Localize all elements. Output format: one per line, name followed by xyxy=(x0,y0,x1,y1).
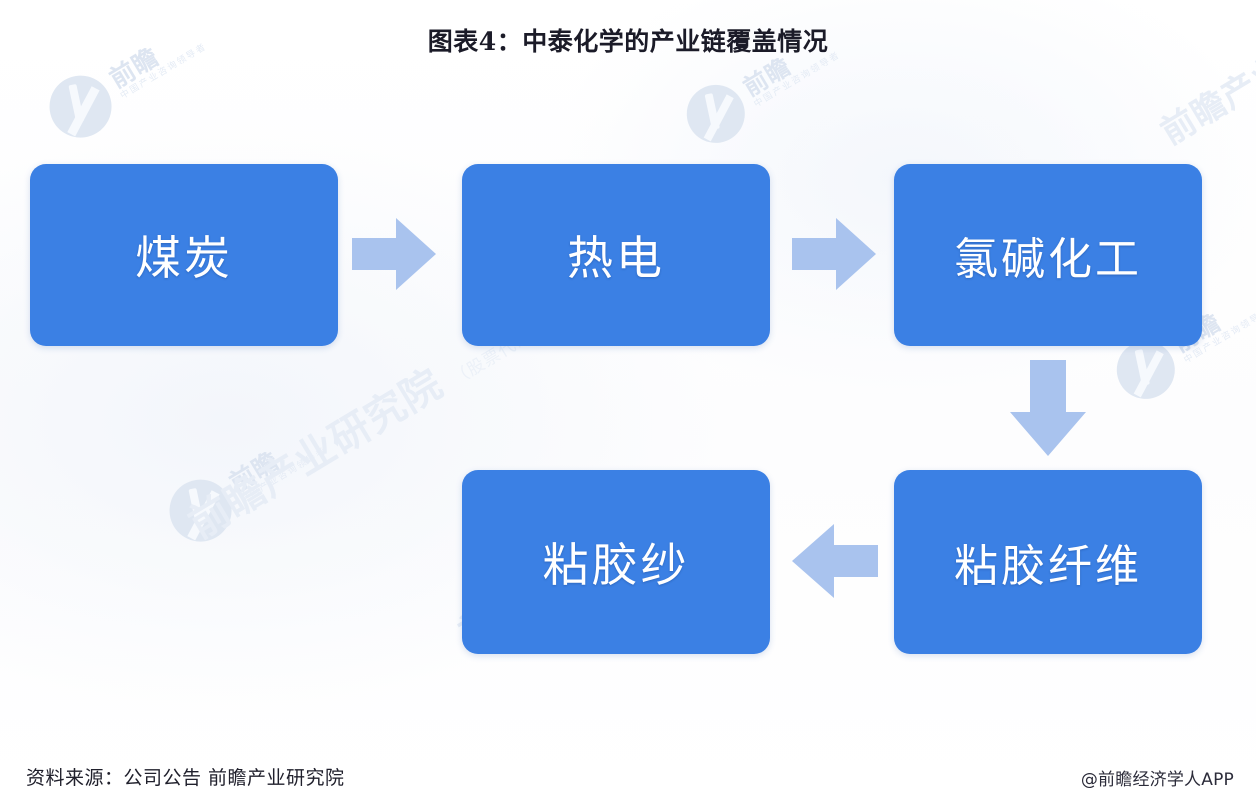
flow-node-label: 粘胶纱 xyxy=(542,538,690,592)
flow-node-label: 粘胶纤维 xyxy=(954,541,1142,592)
page-title: 图表4：中泰化学的产业链覆盖情况 xyxy=(427,27,829,56)
flow-node-viscose-fiber[interactable]: 粘胶纤维 xyxy=(894,470,1202,654)
watermark-sub: 中国产业咨询领导者 xyxy=(238,445,329,505)
credit-note: @前瞻经济学人APP xyxy=(1080,770,1234,790)
flow-node-label: 煤炭 xyxy=(135,231,233,285)
flow-node-viscose-yarn[interactable]: 粘胶纱 xyxy=(462,470,770,654)
flow-node-thermal[interactable]: 热电 xyxy=(462,164,770,346)
flow-node-label: 热电 xyxy=(567,231,665,285)
watermark-sub: 中国产业咨询领导者 xyxy=(751,49,842,109)
arrow-down-icon xyxy=(1008,360,1088,456)
arrow-right-icon xyxy=(352,216,436,292)
watermark-logo-icon xyxy=(38,64,124,150)
watermark-logo-icon xyxy=(676,74,756,154)
arrow-right-icon xyxy=(792,216,876,292)
watermark-diagonal-text: 前瞻产业研究院 xyxy=(181,361,451,548)
watermark-logo: 前瞻 中国产业咨询领导者 xyxy=(158,412,336,554)
watermark-logo-icon xyxy=(158,468,244,554)
arrow-left-icon xyxy=(792,522,878,600)
flow-node-label: 氯碱化工 xyxy=(954,234,1142,285)
flow-node-coal[interactable]: 煤炭 xyxy=(30,164,338,346)
watermark-logo-text: 前瞻 中国产业咨询领导者 xyxy=(225,424,329,506)
flow-node-chlor-alkali[interactable]: 氯碱化工 xyxy=(894,164,1202,346)
source-note: 资料来源：公司公告 前瞻产业研究院 xyxy=(26,767,345,789)
watermark-brand: 前瞻 xyxy=(225,446,285,498)
